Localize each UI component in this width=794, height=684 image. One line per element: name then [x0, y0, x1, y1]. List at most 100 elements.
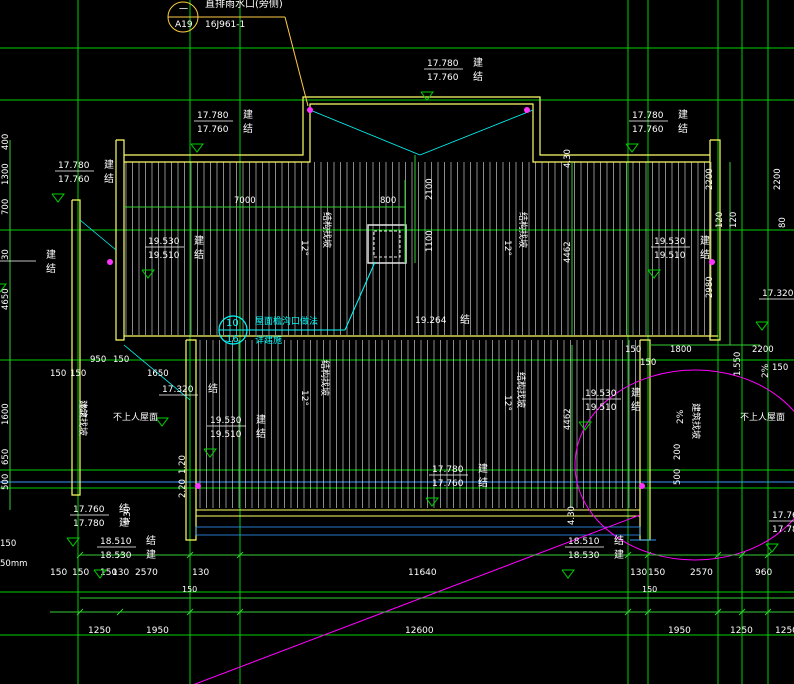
elevation-value: 17.780	[58, 161, 90, 171]
left-wall	[115, 139, 125, 341]
level-triangle	[203, 448, 217, 458]
callout-symbol: 一	[179, 5, 188, 15]
angle-label: 12°	[299, 390, 309, 406]
drain-point	[524, 107, 530, 113]
level-triangle	[155, 417, 169, 427]
elevation-value: 17.760	[73, 505, 105, 515]
elevation-tag: 结	[208, 382, 218, 395]
dimension-tick	[76, 608, 84, 616]
dimension-text: 700	[1, 199, 11, 215]
dimension-tick	[738, 608, 746, 616]
elevation-value: 17.780	[432, 465, 464, 475]
dimension-text: 1250	[88, 626, 111, 636]
elevation-value: 19.530	[654, 237, 686, 247]
dimension-text: 150	[640, 358, 656, 368]
elevation-value: 17.320	[762, 289, 794, 299]
slope-label: 结构找坡	[517, 212, 529, 248]
dimension-text: 1600	[1, 403, 11, 425]
dimension-text: 120	[729, 212, 739, 228]
elevation-value: 17.760	[197, 125, 229, 135]
detail-leader	[344, 261, 376, 331]
elevation-value: 19.530	[210, 416, 242, 426]
elevation-value: 17.760	[427, 73, 459, 83]
elevation-value: 17.780	[73, 519, 105, 529]
dimension-text: 1800	[670, 345, 692, 355]
dimension-text: 4650	[1, 288, 11, 310]
detail-sheet: 16	[226, 334, 239, 345]
dimension-text: 2.20	[178, 479, 188, 498]
drain-point	[709, 259, 715, 265]
elevation-tag: 建	[256, 413, 266, 426]
dimension-tick	[186, 551, 194, 559]
elevation-value: 17.780	[772, 525, 794, 535]
dimension-text: 400	[1, 134, 11, 150]
dimension-text: 150	[648, 568, 665, 578]
dimension-text: 4.30	[567, 506, 577, 525]
dimension-text: 150	[182, 585, 197, 594]
dimension-text: 2570	[135, 568, 158, 578]
callout-title: 直排雨水口(旁侧)	[205, 0, 283, 10]
edge-text: 150	[772, 363, 788, 373]
slope-label: 结构找坡	[321, 212, 333, 248]
dimension-tick	[644, 608, 652, 616]
elevation-value: 17.760	[58, 175, 90, 185]
dimension-text: 1250	[775, 626, 794, 636]
elevation-tag: 结	[46, 262, 56, 275]
right-wall	[709, 139, 721, 341]
elevation-value: 18.530	[568, 551, 600, 561]
level-triangle	[647, 269, 661, 279]
level-triangle	[51, 193, 65, 203]
dimension-text: 30	[1, 249, 11, 260]
slope-lines	[79, 107, 794, 684]
elevation-value: 18.510	[100, 537, 132, 547]
level-triangle	[425, 497, 439, 507]
dimension-tick	[624, 608, 632, 616]
level-triangle	[190, 143, 204, 153]
ridge-level-tag: 结	[460, 313, 470, 326]
elevation-tag: 建	[119, 516, 129, 529]
elevation-tag: 结	[146, 534, 156, 547]
slope-line	[309, 109, 421, 156]
elevation-value: 19.530	[585, 389, 617, 399]
dimension-text: 650	[1, 449, 11, 465]
elevation-tag: 建	[478, 462, 488, 475]
dimension-text: 150	[72, 568, 89, 578]
detail-label-2: 详建施	[255, 334, 282, 346]
dimension-tick	[714, 608, 722, 616]
drain-point	[195, 483, 201, 489]
elevation-tag: 建	[146, 548, 156, 561]
elevation-value: 19.510	[210, 430, 242, 440]
detail-callout: 10 16 屋面檐沟口做法 详建施	[218, 261, 376, 346]
dimension-text: 1650	[147, 369, 169, 379]
elevation-tag: 建	[46, 248, 56, 261]
percent-label: 2%	[79, 403, 89, 418]
elevation-tag: 建	[631, 386, 641, 399]
angle-label: 12°	[502, 240, 512, 256]
dimension-text: 11640	[408, 568, 437, 578]
elevation-value: 17.320	[162, 385, 194, 395]
dimension-text: 150	[113, 355, 129, 365]
drain-point	[639, 483, 645, 489]
dimension-text: 2100	[425, 178, 435, 200]
dimension-text: 1250	[730, 626, 753, 636]
dimension-text: 2200	[773, 168, 783, 190]
dimension-text: 500	[673, 469, 683, 485]
dimension-tick	[714, 551, 722, 559]
dimension-text: 130	[192, 568, 209, 578]
dimension-text: 150	[100, 568, 117, 578]
dimension-text: 2570	[690, 568, 713, 578]
magenta-diagonal	[193, 514, 641, 684]
dimension-text: 2200	[752, 345, 774, 355]
level-triangle	[765, 543, 779, 553]
elevation-value: 19.510	[654, 251, 686, 261]
level-triangle	[578, 421, 592, 431]
callout-ref: A19	[175, 20, 193, 30]
dimension-text: 12600	[405, 626, 434, 636]
dimension-text: 130	[630, 568, 647, 578]
no-access-label: 不上人屋面	[113, 412, 158, 423]
dimension-text: 4.30	[563, 149, 573, 168]
detail-number: 10	[226, 318, 239, 329]
dimension-tick	[764, 608, 772, 616]
